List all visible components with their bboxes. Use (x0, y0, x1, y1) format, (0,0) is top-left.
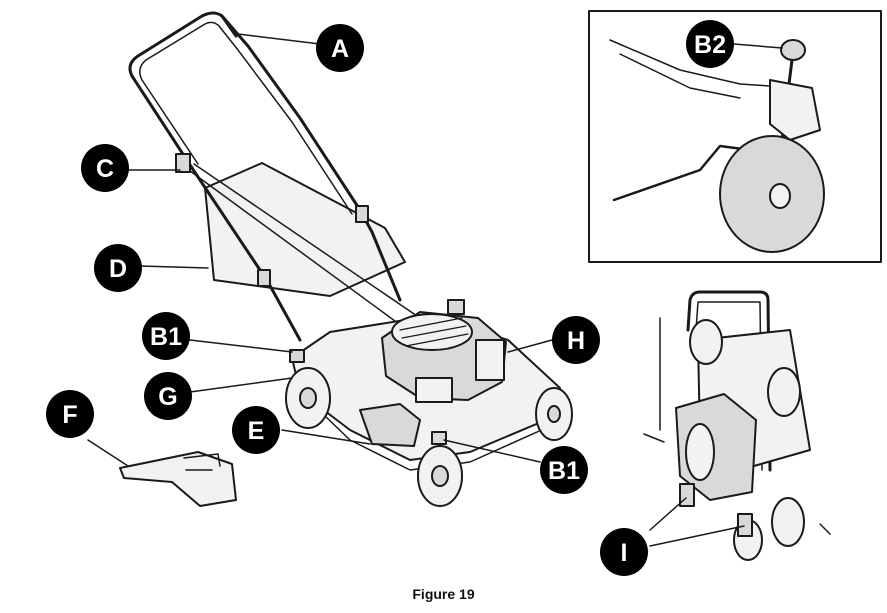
callout-i: I (600, 528, 648, 576)
deck-skirt (299, 391, 547, 471)
folded-ground-lines (643, 317, 831, 535)
folded-wheel-top-left (689, 319, 723, 365)
detail-inset (588, 10, 882, 263)
callout-d-label: D (109, 255, 127, 283)
callout-g-label: G (158, 383, 177, 411)
engine-fins (399, 317, 469, 347)
rear-left-wheel (285, 367, 331, 429)
handle-knob-lower (257, 269, 271, 287)
folded-wheel-bottom-right (771, 497, 805, 547)
folded-frame (686, 290, 772, 472)
inset-bracket (769, 79, 821, 141)
cable-clip (175, 153, 191, 173)
leader-g (189, 377, 293, 393)
folded-mower (643, 290, 831, 561)
callout-i-label: I (621, 539, 628, 567)
folded-latch-left (679, 483, 695, 507)
muffler (415, 377, 453, 403)
callout-c: C (81, 144, 129, 192)
main-mower (128, 11, 573, 507)
leader-i-upper (649, 497, 687, 531)
callout-f-label: F (62, 401, 77, 429)
folded-wheel-top-right (767, 367, 801, 417)
oil-fill-cap (447, 299, 465, 315)
callouts: A C D B1 G F E H (46, 20, 734, 576)
figure-caption: Figure 19 (412, 586, 475, 602)
callout-e-label: E (248, 417, 265, 445)
callout-b2-label: B2 (694, 31, 726, 59)
leader-d (139, 265, 209, 269)
inset-wheel-hub (769, 183, 791, 209)
handle-knob-upper (355, 205, 369, 223)
leader-b1-left (189, 339, 293, 353)
discharge-cover (359, 403, 421, 447)
height-lever-rear (289, 349, 305, 363)
callout-b1-right: B1 (540, 446, 588, 494)
front-left-wheel (417, 445, 463, 507)
callout-g: G (144, 372, 192, 420)
callout-d: D (94, 244, 142, 292)
air-filter (475, 339, 505, 381)
mulch-plug (119, 451, 237, 507)
inset-lever-knob (780, 39, 806, 61)
callout-b1-left: B1 (142, 312, 190, 360)
leader-a (237, 33, 321, 45)
leader-e (281, 429, 371, 445)
callout-c-label: C (96, 155, 114, 183)
leader-i-lower (649, 525, 745, 547)
leader-f (87, 439, 129, 467)
upper-handle (128, 11, 362, 212)
upper-handle-inner (139, 21, 353, 215)
callout-b1-left-label: B1 (150, 323, 182, 351)
leader-lines (87, 33, 783, 547)
height-lever-front (431, 431, 447, 445)
folded-latch-right (737, 513, 753, 537)
front-right-wheel (535, 387, 573, 441)
leader-b2 (733, 43, 783, 49)
folded-engine-fan (685, 423, 715, 481)
callout-a: A (316, 24, 364, 72)
callout-a-label: A (331, 35, 349, 63)
callout-h: H (552, 316, 600, 364)
grass-catcher-bag (204, 162, 406, 297)
callout-b1-right-label: B1 (548, 457, 580, 485)
leader-b1-right (443, 439, 541, 463)
callout-e: E (232, 406, 280, 454)
control-cable (185, 163, 421, 333)
leader-h (507, 339, 553, 353)
callout-f: F (46, 390, 94, 438)
callout-h-label: H (567, 327, 585, 355)
callout-b2: B2 (686, 20, 734, 68)
